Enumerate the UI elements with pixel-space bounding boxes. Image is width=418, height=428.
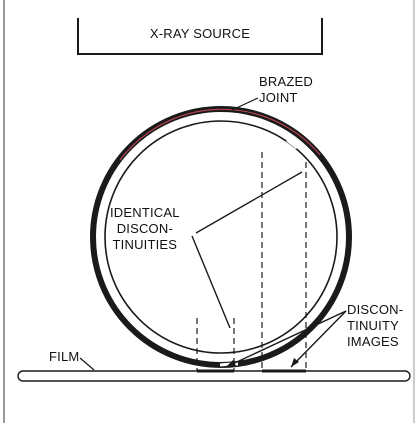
- brazed-joint-line-2: JOINT: [259, 90, 298, 105]
- identical-line-1: IDENTICAL: [110, 205, 180, 220]
- images-line-1: DISCON-: [347, 302, 404, 317]
- pipe-inner-wall: [104, 120, 338, 354]
- brazed-joint-line-1: BRAZED: [259, 74, 313, 89]
- discontinuity-top: [286, 138, 298, 150]
- identical-discontinuities-label: IDENTICAL DISCON- TINUITIES: [110, 205, 180, 253]
- images-leader-2: [290, 310, 347, 368]
- film-leader: [79, 357, 95, 371]
- identical-leader-top: [195, 171, 303, 234]
- identical-leader-bottom: [191, 235, 231, 329]
- xray-source-label: X-RAY SOURCE: [149, 26, 251, 41]
- images-arrow-1: [226, 360, 236, 367]
- identical-line-3: TINUITIES: [112, 237, 178, 252]
- images-arrow-2: [291, 358, 299, 367]
- brazed-joint-leader: [231, 97, 259, 111]
- brazed-joint-label: BRAZED JOINT: [259, 74, 313, 106]
- images-line-3: IMAGES: [347, 334, 399, 349]
- identical-line-2: DISCON-: [116, 221, 173, 236]
- images-line-2: TINUITY: [347, 318, 399, 333]
- discontinuity-images-label: DISCON- TINUITY IMAGES: [347, 302, 403, 350]
- images-leader-1: [225, 310, 347, 368]
- film-label: FILM: [49, 349, 80, 364]
- xray-source-box: [77, 18, 323, 55]
- brazed-joint-accent: [119, 108, 321, 161]
